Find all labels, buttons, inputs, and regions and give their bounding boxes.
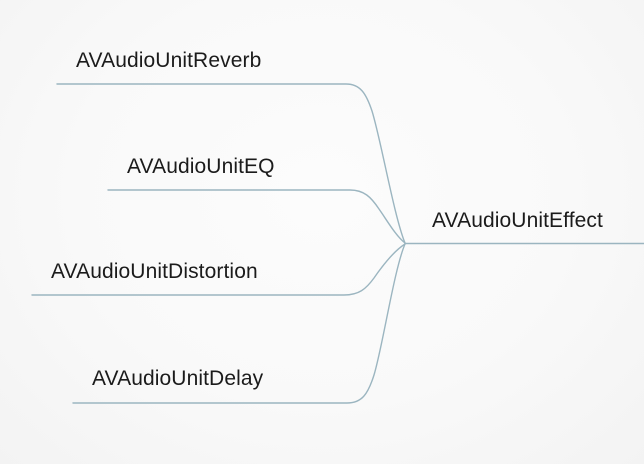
node-label-reverb: AVAudioUnitReverb: [76, 49, 262, 72]
branch-line-reverb: [56, 83, 406, 244]
node-label-delay: AVAudioUnitDelay: [92, 367, 264, 390]
branch-line-eq: [107, 189, 406, 244]
node-label-distortion: AVAudioUnitDistortion: [51, 260, 258, 283]
branch-line-distortion: [31, 243, 406, 296]
node-label-effect: AVAudioUnitEffect: [432, 209, 603, 232]
node-label-eq: AVAudioUnitEQ: [127, 155, 275, 178]
branch-line-delay: [72, 243, 406, 404]
